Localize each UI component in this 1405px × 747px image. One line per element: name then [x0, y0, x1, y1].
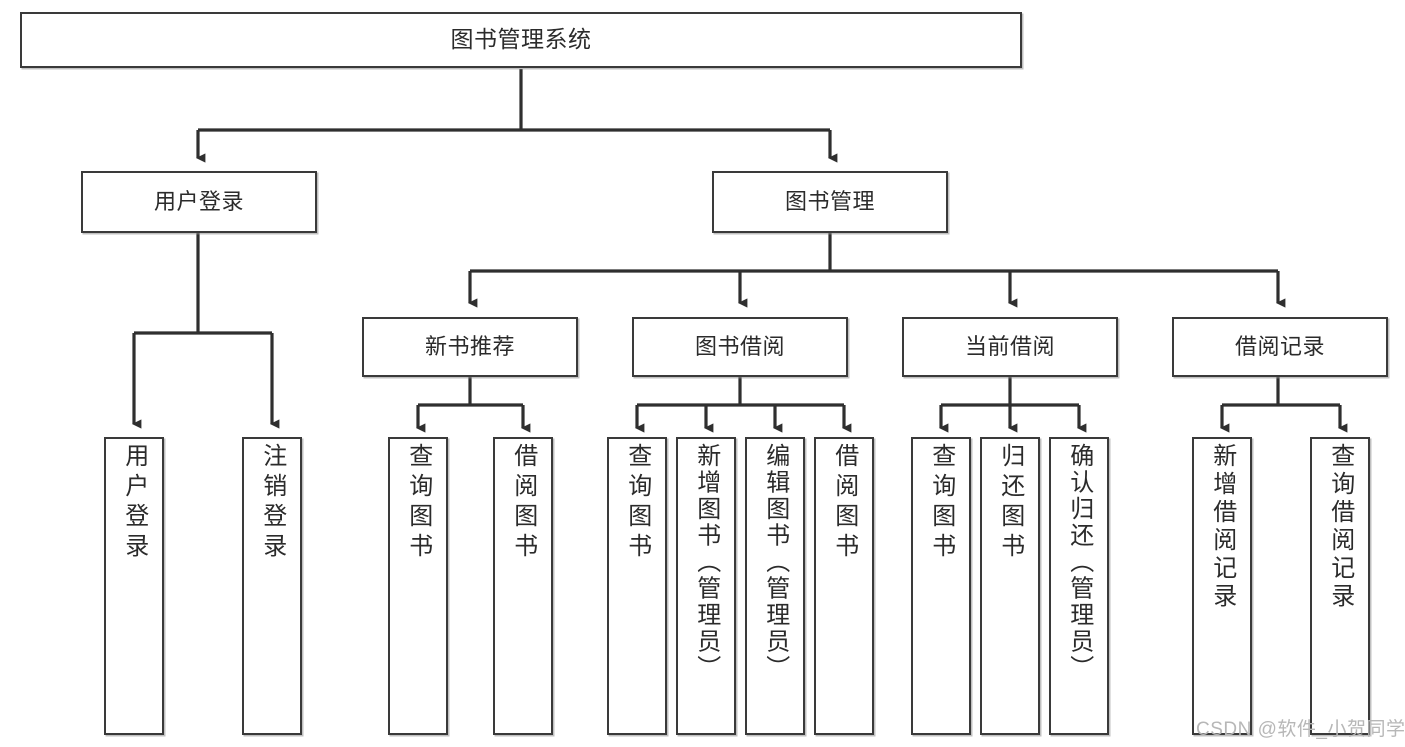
node-current-borrow[interactable]: 当前借阅: [902, 317, 1118, 377]
node-label: 借阅图书: [830, 443, 858, 563]
node-label: 查询图书: [623, 443, 651, 563]
leaf-return-book[interactable]: 归还图书: [980, 437, 1040, 735]
node-label: 编辑图书（管理员）: [761, 443, 789, 682]
node-label: 新增图书（管理员）: [692, 443, 720, 682]
node-label: 图书管理系统: [450, 26, 592, 53]
node-label: 图书管理: [784, 189, 875, 215]
node-label: 用户登录: [120, 443, 148, 563]
leaf-add-book-admin[interactable]: 新增图书（管理员）: [676, 437, 736, 735]
leaf-query-book-borrow[interactable]: 查询图书: [607, 437, 667, 735]
leaf-confirm-return-admin[interactable]: 确认归还（管理员）: [1049, 437, 1109, 735]
node-new-book-recommend[interactable]: 新书推荐: [362, 317, 578, 377]
leaf-query-borrow-record[interactable]: 查询借阅记录: [1310, 437, 1370, 735]
node-label: 图书借阅: [694, 334, 785, 360]
leaf-query-book-current[interactable]: 查询图书: [911, 437, 971, 735]
leaf-add-borrow-record[interactable]: 新增借阅记录: [1192, 437, 1252, 735]
node-label: 归还图书: [996, 443, 1024, 563]
leaf-borrow-book-recommend[interactable]: 借阅图书: [493, 437, 553, 735]
node-label: 借阅图书: [509, 443, 537, 563]
node-label: 注销登录: [258, 443, 286, 563]
leaf-edit-book-admin[interactable]: 编辑图书（管理员）: [745, 437, 805, 735]
node-label: 新增借阅记录: [1208, 443, 1236, 611]
node-label: 新书推荐: [424, 334, 515, 360]
csdn-watermark: CSDN @软件_小贺同学: [1196, 719, 1405, 740]
node-borrow-record[interactable]: 借阅记录: [1172, 317, 1388, 377]
node-label: 借阅记录: [1234, 334, 1325, 360]
node-label: 查询借阅记录: [1326, 443, 1354, 611]
node-root-system[interactable]: 图书管理系统: [20, 12, 1022, 68]
leaf-user-login[interactable]: 用户登录: [104, 437, 164, 735]
node-book-borrow[interactable]: 图书借阅: [632, 317, 848, 377]
node-book-management[interactable]: 图书管理: [712, 171, 948, 233]
leaf-query-book-recommend[interactable]: 查询图书: [388, 437, 448, 735]
node-user-login[interactable]: 用户登录: [81, 171, 317, 233]
node-label: 当前借阅: [964, 334, 1055, 360]
leaf-borrow-book[interactable]: 借阅图书: [814, 437, 874, 735]
node-label: 查询图书: [927, 443, 955, 563]
node-label: 确认归还（管理员）: [1065, 443, 1093, 682]
node-label: 用户登录: [153, 189, 244, 215]
leaf-logout-login[interactable]: 注销登录: [242, 437, 302, 735]
node-label: 查询图书: [404, 443, 432, 563]
